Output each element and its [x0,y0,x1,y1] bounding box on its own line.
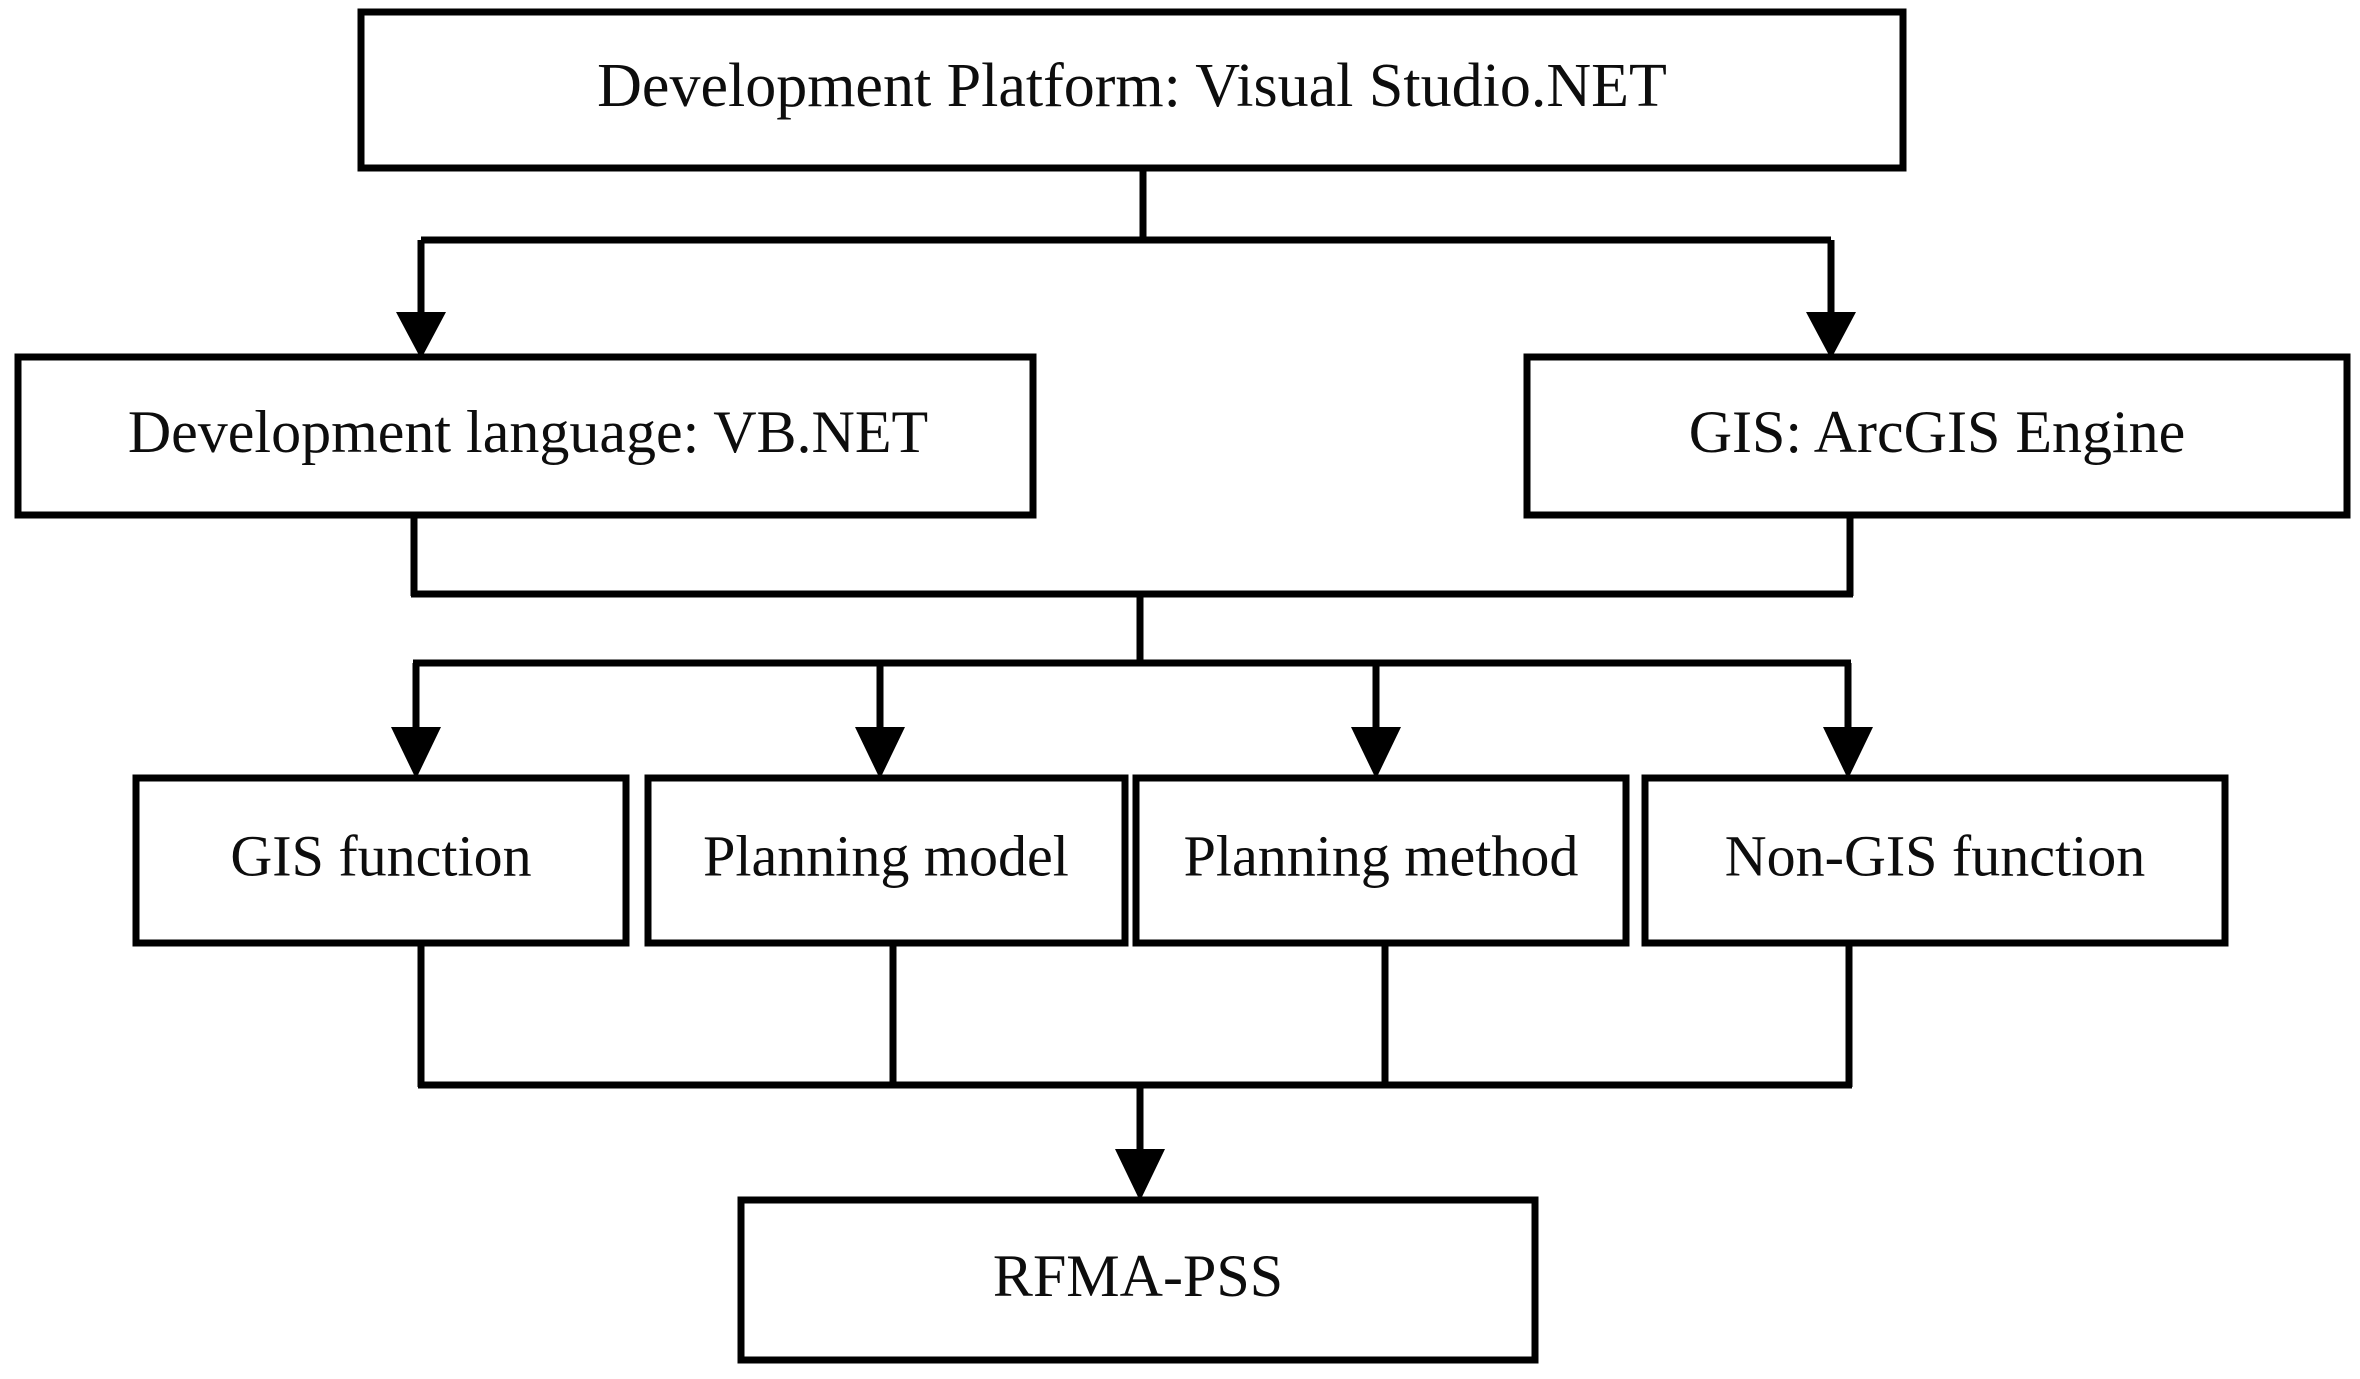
node-planning-model[interactable]: Planning model [644,774,1129,947]
node-gis-function-box[interactable] [132,774,630,947]
node-non-gis-function[interactable]: Non-GIS function [1641,774,2229,947]
node-non-gis-function-label: Non-GIS function [1725,823,2145,888]
node-planning-method-box[interactable] [1132,774,1630,947]
arrowhead-to-gis [1806,312,1856,359]
arrowhead-to-gis-function [391,727,441,779]
arrowhead-to-planning-method [1351,727,1401,779]
node-development-language[interactable]: Development language: VB.NET [14,353,1037,519]
node-development-platform[interactable]: Development Platform: Visual Studio.NET [357,8,1907,172]
node-planning-method-label: Planning method [1184,823,1579,888]
node-non-gis-function-box[interactable] [1641,774,2229,947]
node-development-platform-box[interactable] [357,8,1907,172]
node-development-language-label: Development language: VB.NET [128,399,928,465]
node-development-platform-label: Development Platform: Visual Studio.NET [597,52,1667,120]
node-planning-model-label: Planning model [703,823,1069,888]
arrowhead-to-non-gis-function [1823,727,1873,779]
node-rfma-pss-label: RFMA-PSS [993,1243,1283,1309]
node-rfma-pss[interactable]: RFMA-PSS [737,1196,1539,1364]
node-gis-function[interactable]: GIS function [132,774,630,947]
connector-layer [391,168,1873,1201]
node-gis-arcgis-engine[interactable]: GIS: ArcGIS Engine [1523,353,2351,519]
node-gis-arcgis-engine-label: GIS: ArcGIS Engine [1689,399,2186,465]
arrowhead-to-language [396,312,446,359]
arrowhead-to-planning-model [855,727,905,779]
arrowhead-to-rfma-pss [1115,1149,1165,1201]
node-gis-arcgis-engine-box[interactable] [1523,353,2351,519]
node-rfma-pss-box[interactable] [737,1196,1539,1364]
node-planning-model-box[interactable] [644,774,1129,947]
node-planning-method[interactable]: Planning method [1132,774,1630,947]
node-gis-function-label: GIS function [230,823,531,888]
node-development-language-box[interactable] [14,353,1037,519]
